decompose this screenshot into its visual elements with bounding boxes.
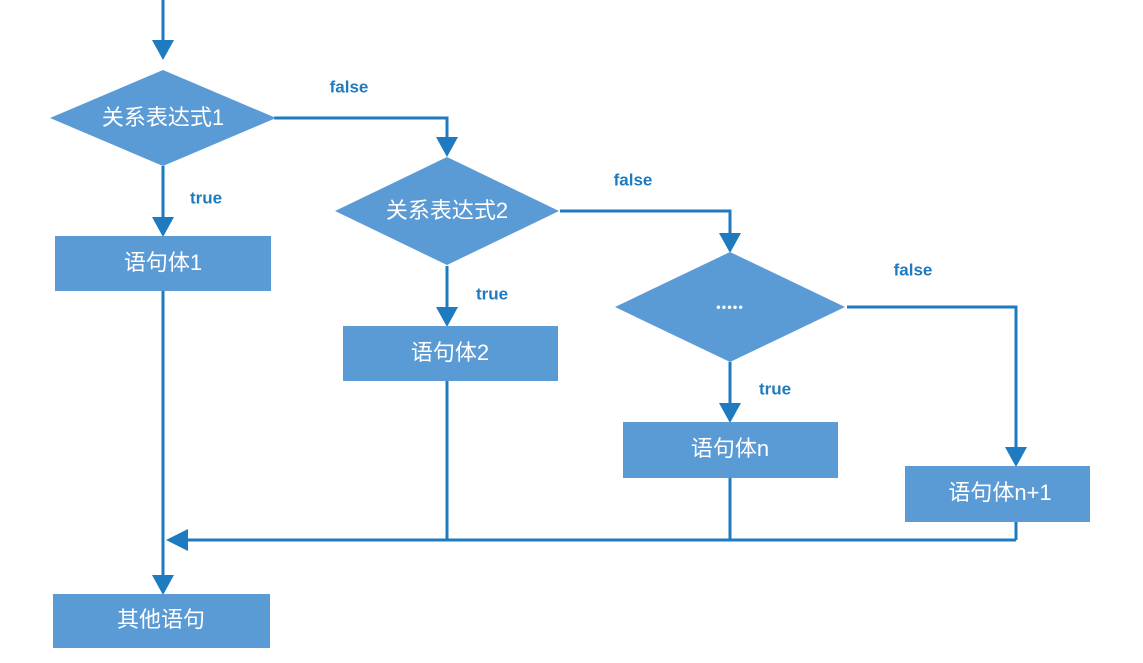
edge-cond2-false [560,209,741,253]
diamond-shape [335,157,559,265]
diamond-shape [615,252,845,362]
process-node-body1[interactable]: 语句体1 [55,236,271,291]
process-node-bodyn[interactable]: 语句体n [623,422,838,478]
edge-label-true-2: true [476,284,508,303]
decision-label-cond2: 关系表达式2 [386,198,508,223]
process-node-other[interactable]: 其他语句 [53,594,270,648]
edge-cond3-false [847,305,1027,467]
process-label-other: 其他语句 [117,607,205,632]
edge-label-false-1: false [330,77,369,96]
diamond-shape [50,70,276,166]
process-label-bodyn: 语句体n [691,436,769,461]
edge-label-true-1: true [190,188,222,207]
edge-merge-to-other [166,529,1016,551]
edge-cond3-true [719,362,741,423]
decision-node-cond1[interactable]: 关系表达式1 [50,70,276,166]
edge-label-false-3: false [894,260,933,279]
edge-cond2-true [436,266,458,327]
edge-body1-to-other [152,291,174,595]
edge-cond1-true [152,166,174,237]
edge-label-true-3: true [759,379,791,398]
process-label-bodyn1: 语句体n+1 [948,480,1051,505]
edge-label-false-2: false [614,170,653,189]
rect-shape [343,326,558,381]
decision-label-cond1: 关系表达式1 [102,105,224,130]
decision-node-ellipsis[interactable]: ••••• [615,252,845,362]
rect-shape [53,594,270,648]
process-label-body1: 语句体1 [124,250,202,275]
edge-entry-to-cond1 [152,0,174,60]
process-node-bodyn1[interactable]: 语句体n+1 [905,466,1090,522]
process-node-body2[interactable]: 语句体2 [343,326,558,381]
rect-shape [623,422,838,478]
rect-shape [55,236,271,291]
decision-node-cond2[interactable]: 关系表达式2 [335,157,559,265]
edge-cond1-false [274,116,458,157]
process-label-body2: 语句体2 [411,340,489,365]
rect-shape [905,466,1090,522]
decision-label-ellipsis: ••••• [716,299,744,314]
